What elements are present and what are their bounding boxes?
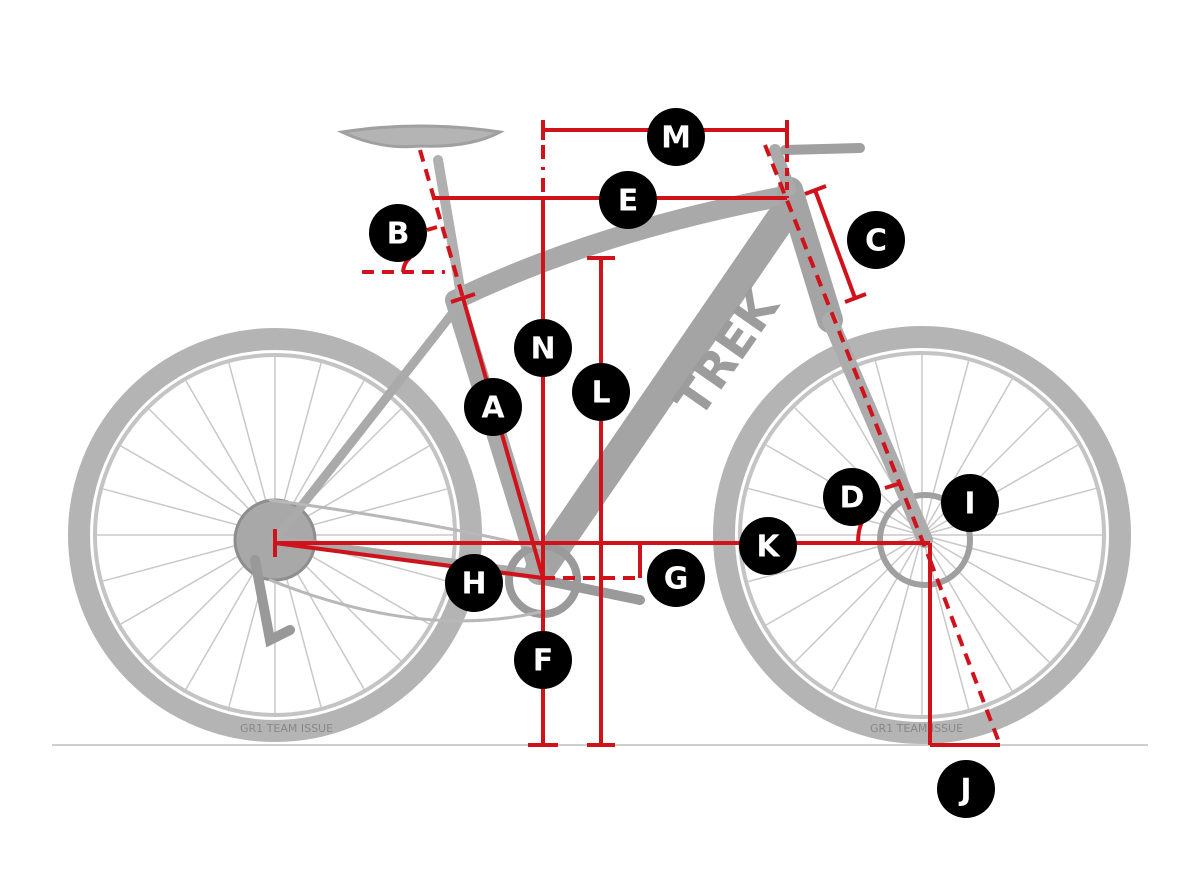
label-letter: D	[840, 481, 865, 516]
label-circle	[514, 631, 572, 689]
frame	[250, 124, 933, 648]
crank-arm	[538, 575, 645, 605]
label-letter: E	[618, 184, 639, 219]
measure-h-chainstay-line	[274, 541, 544, 580]
label-m: M	[647, 108, 705, 166]
label-letter: K	[756, 530, 781, 565]
label-circle	[847, 211, 905, 269]
label-b: B	[369, 204, 427, 262]
label-l: L	[572, 363, 630, 421]
spoke	[794, 534, 923, 663]
label-circle	[514, 319, 572, 377]
spoke	[921, 360, 970, 536]
chain	[268, 498, 542, 623]
saddle	[336, 124, 505, 149]
label-h: H	[445, 554, 503, 612]
spoke	[921, 534, 1013, 692]
label-c: C	[847, 211, 905, 269]
derailleur	[250, 555, 295, 648]
measure-j-trail	[928, 543, 1000, 747]
label-letter: J	[958, 773, 971, 808]
front-tire-text: GR1 TEAM ISSUE	[870, 722, 963, 735]
spoke	[921, 378, 1013, 536]
spoke	[765, 534, 923, 626]
label-j: J	[937, 760, 995, 818]
label-g: G	[647, 549, 705, 607]
label-letter: I	[964, 487, 975, 522]
spoke	[874, 534, 923, 710]
label-circle	[739, 517, 797, 575]
label-circle	[572, 363, 630, 421]
label-circle	[823, 468, 881, 526]
spoke	[921, 534, 1079, 626]
label-circle	[941, 474, 999, 532]
spoke	[921, 487, 1097, 536]
label-circle	[369, 204, 427, 262]
label-letter: B	[387, 217, 410, 252]
label-circle	[445, 554, 503, 612]
label-f: F	[514, 631, 572, 689]
disc-rotor	[877, 492, 973, 588]
label-circle	[647, 108, 705, 166]
measure-a-seat-tube-line	[450, 292, 545, 579]
label-circle	[464, 378, 522, 436]
label-letter: N	[530, 332, 555, 367]
steering-axis-line	[763, 144, 1002, 746]
spoke	[831, 534, 923, 692]
label-n: N	[514, 319, 572, 377]
label-d: D	[823, 468, 881, 526]
label-a: A	[464, 378, 522, 436]
measure-c-head-tube-line	[804, 184, 867, 304]
label-letter: A	[481, 391, 505, 426]
rear-tire-text: GR1 TEAM ISSUE	[240, 722, 333, 735]
label-letter: C	[865, 224, 887, 259]
label-e: E	[599, 171, 657, 229]
label-letter: F	[533, 644, 554, 679]
measurement-labels: A B C D E F G H I J K L M N	[369, 108, 999, 818]
label-circle	[647, 549, 705, 607]
measure-g-bb-drop	[543, 543, 642, 580]
spoke	[921, 534, 1097, 583]
label-i: I	[941, 474, 999, 532]
label-letter: G	[664, 562, 689, 597]
label-letter: L	[591, 376, 610, 411]
label-letter: H	[461, 567, 486, 602]
label-letter: M	[661, 121, 691, 156]
spoke	[921, 534, 1050, 663]
label-k: K	[739, 517, 797, 575]
label-circle	[599, 171, 657, 229]
measure-l-standover-line	[587, 256, 615, 747]
label-circle	[937, 760, 995, 818]
